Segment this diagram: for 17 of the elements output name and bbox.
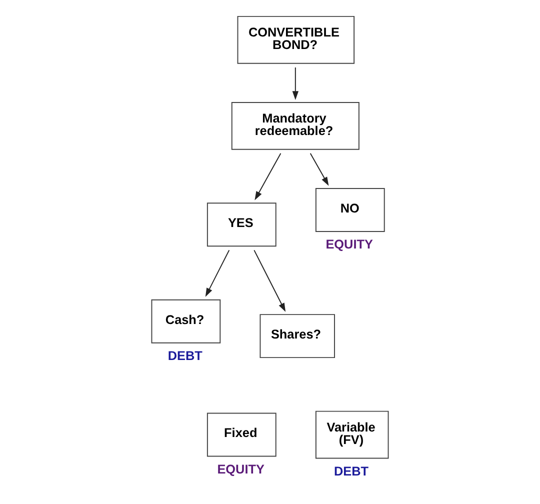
node-box: Fixed xyxy=(206,412,276,457)
node-label: EQUITY xyxy=(217,462,264,476)
node-box: Mandatory redeemable? xyxy=(231,102,360,150)
node-box: Variable (FV) xyxy=(315,410,389,459)
node-box: NO xyxy=(315,188,385,232)
node-box: YES xyxy=(206,202,276,247)
arrow xyxy=(292,66,298,100)
arrow xyxy=(310,152,329,186)
node-label: EQUITY xyxy=(326,237,373,252)
node-box: CONVERTIBLE BOND? xyxy=(237,16,355,64)
node-box: Shares? xyxy=(260,314,335,358)
arrow xyxy=(205,250,230,297)
arrow xyxy=(254,152,282,200)
arrow xyxy=(254,250,286,312)
node-box: Cash? xyxy=(151,299,221,344)
node-label: DEBT xyxy=(334,464,369,478)
node-label: DEBT xyxy=(168,348,202,363)
